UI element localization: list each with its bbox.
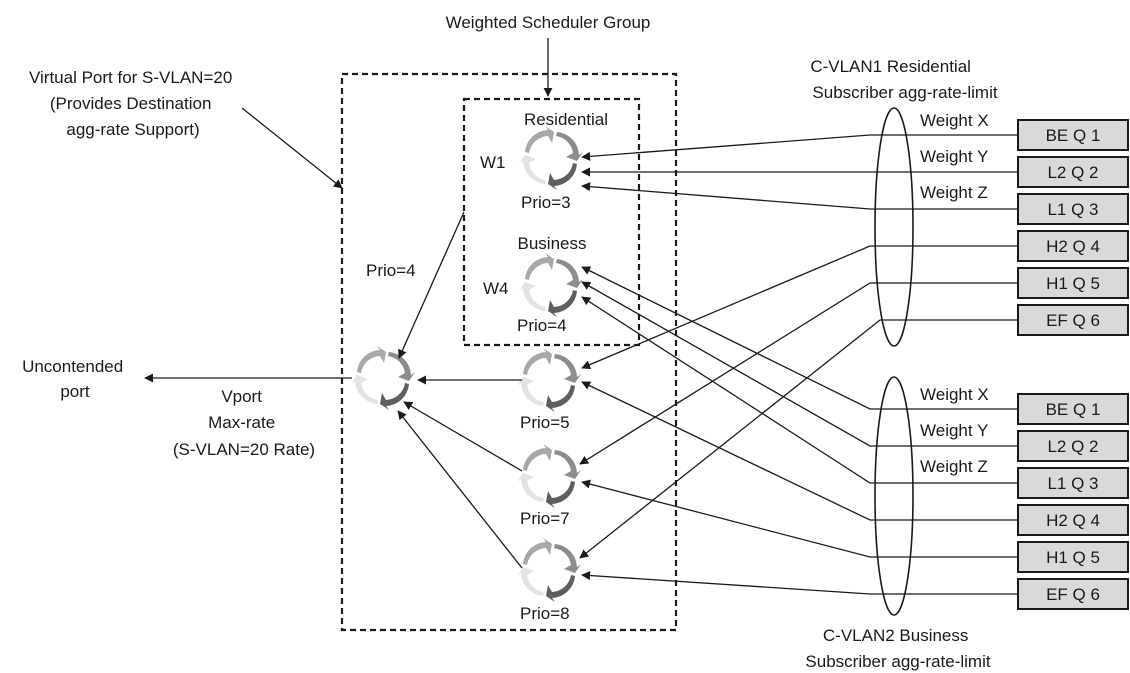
cvlan1-queue-l2: L2 Q 2	[1017, 156, 1129, 188]
scheduler-prio5-icon	[517, 348, 581, 412]
diagram-title: Weighted Scheduler Group	[446, 13, 651, 32]
scheduler-prio5-label: Prio=5	[520, 413, 570, 432]
group-to-vport-arrow	[398, 211, 465, 359]
cvlan2-queue-h1: H1 Q 5	[1017, 541, 1129, 573]
scheduler-prio8-icon	[517, 538, 581, 602]
cvlan1-q4-line	[581, 245, 1018, 369]
business-weight-label: W4	[483, 279, 509, 298]
residential-label: Residential	[524, 110, 608, 129]
svg-text:H2 Q 4: H2 Q 4	[1046, 511, 1100, 530]
svg-text:L2 Q 2: L2 Q 2	[1047, 437, 1098, 456]
vport-prio-label: Prio=4	[366, 261, 416, 280]
cvlan2-queue-be: BE Q 1	[1017, 393, 1129, 425]
scheduler-prio7-icon	[517, 444, 581, 508]
svg-text:EF Q 6: EF Q 6	[1046, 311, 1100, 330]
scheduler-prio8-label: Prio=8	[520, 604, 570, 623]
cvlan1-queue-be: BE Q 1	[1017, 119, 1129, 151]
cvlan2-q5-line	[581, 479, 1018, 558]
cvlan2-weight-y: Weight Y	[920, 421, 988, 440]
cvlan2-q6-line	[581, 571, 1018, 595]
svg-text:H1 Q 5: H1 Q 5	[1046, 548, 1100, 567]
uncontended-port-label: Uncontended port	[22, 357, 128, 401]
cvlan1-weight-z: Weight Z	[920, 183, 988, 202]
residential-scheduler-icon	[519, 126, 583, 190]
cvlan2-queue-l1: L1 Q 3	[1017, 467, 1129, 499]
prio7-to-vport-arrow	[403, 401, 523, 472]
svg-text:L1 Q 3: L1 Q 3	[1047, 200, 1098, 219]
cvlan1-q3-line	[581, 182, 1018, 210]
svg-text:EF Q 6: EF Q 6	[1046, 585, 1100, 604]
cvlan1-weight-x: Weight X	[920, 111, 989, 130]
cvlan1-q5-line	[579, 282, 1018, 465]
prio8-to-vport-arrow	[397, 410, 523, 569]
business-prio-label: Prio=4	[517, 316, 567, 335]
scheduler-prio7-label: Prio=7	[520, 509, 570, 528]
svg-text:H1 Q 5: H1 Q 5	[1046, 274, 1100, 293]
residential-weight-label: W1	[480, 153, 506, 172]
cvlan2-q3-line	[581, 296, 1018, 484]
svg-text:L2 Q 2: L2 Q 2	[1047, 163, 1098, 182]
cvlan2-queue-h2: H2 Q 4	[1017, 504, 1129, 536]
svg-text:BE Q 1: BE Q 1	[1046, 400, 1101, 419]
cvlan2-label: C-VLAN2 Business Subscriber agg-rate-lim…	[805, 626, 990, 671]
svg-text:L1 Q 3: L1 Q 3	[1047, 474, 1098, 493]
cvlan1-q1-line	[581, 134, 1018, 161]
cvlan1-queue-ef: EF Q 6	[1017, 304, 1129, 336]
business-label: Business	[518, 234, 587, 253]
cvlan2-queue-ef: EF Q 6	[1017, 578, 1129, 610]
cvlan1-queue-h1: H1 Q 5	[1017, 267, 1129, 299]
cvlan1-label: C-VLAN1 Residential Subscriber agg-rate-…	[810, 57, 998, 102]
cvlan2-q2-line	[581, 281, 1018, 447]
svg-text:H2 Q 4: H2 Q 4	[1046, 237, 1100, 256]
cvlan2-queue-l2: L2 Q 2	[1017, 430, 1129, 462]
cvlan1-queue-l1: L1 Q 3	[1017, 193, 1129, 225]
cvlan2-weight-z: Weight Z	[920, 457, 988, 476]
vport-scheduler-icon	[351, 346, 415, 410]
cvlan1-q6-line	[579, 319, 1018, 559]
cvlan1-weight-y: Weight Y	[920, 147, 988, 166]
cvlan1-queue-h2: H2 Q 4	[1017, 230, 1129, 262]
virtual-port-box	[340, 72, 678, 632]
business-scheduler-icon	[519, 253, 583, 317]
cvlan2-q1-line	[581, 266, 1018, 410]
cvlan2-ellipse	[874, 376, 914, 616]
cvlan2-q4-line	[581, 381, 1018, 521]
virtual-port-arrow	[241, 107, 343, 189]
cvlan2-weight-x: Weight X	[920, 385, 989, 404]
svg-text:BE Q 1: BE Q 1	[1046, 126, 1101, 145]
vport-label: Vport Max-rate (S-VLAN=20 Rate)	[173, 387, 315, 459]
residential-prio-label: Prio=3	[521, 193, 571, 212]
virtual-port-label: Virtual Port for S-VLAN=20 (Provides Des…	[29, 68, 237, 139]
cvlan1-ellipse	[874, 107, 914, 347]
